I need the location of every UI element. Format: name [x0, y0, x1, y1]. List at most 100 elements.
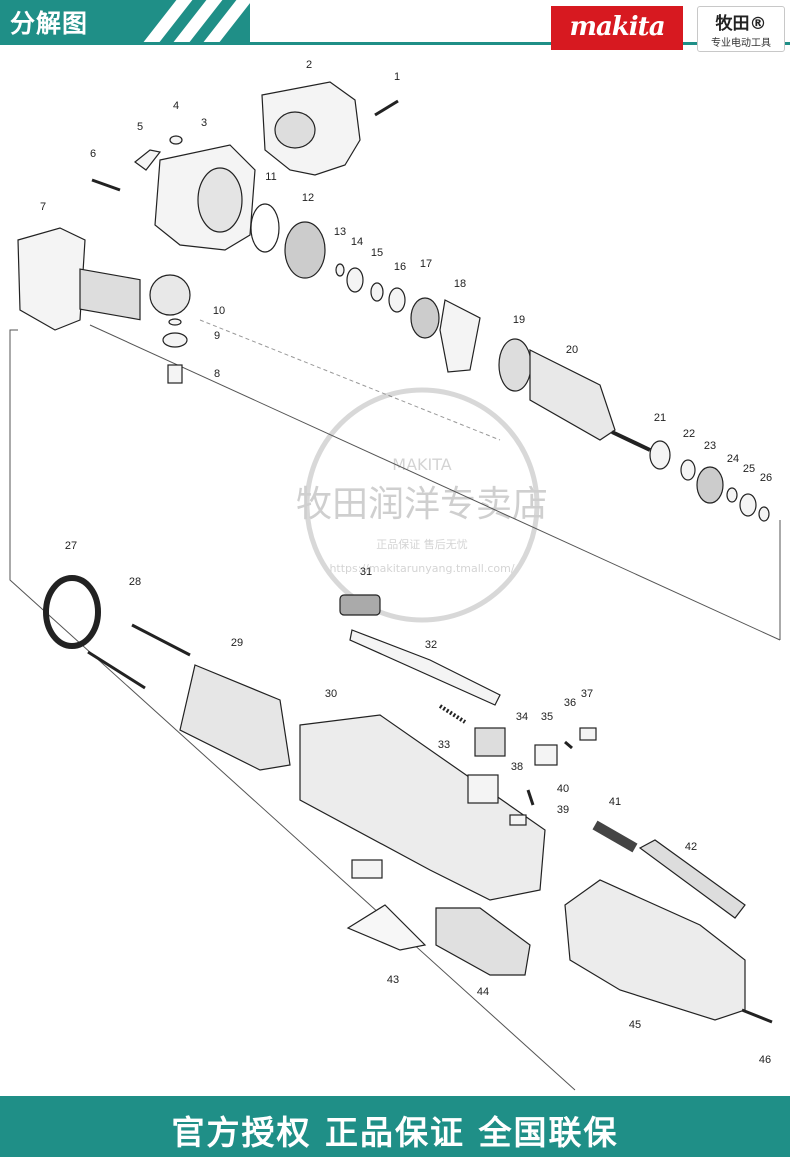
part-housing-bore	[197, 167, 243, 233]
part-number: 2	[306, 59, 312, 71]
part-ring	[758, 506, 770, 522]
part-lock	[351, 859, 383, 879]
part-small-ring	[168, 318, 182, 326]
part-ball-bearing	[696, 466, 724, 504]
part-number: 14	[351, 236, 363, 248]
part-terminal	[534, 744, 558, 766]
part-cord-guard	[638, 839, 746, 919]
part-number: 35	[541, 711, 553, 723]
part-number: 22	[683, 428, 695, 440]
part-number: 38	[511, 761, 523, 773]
part-number: 31	[360, 566, 372, 578]
part-spring	[438, 704, 467, 724]
part-switch-rod	[349, 629, 501, 706]
part-bearing-cup	[284, 221, 326, 279]
part-number: 1	[394, 71, 400, 83]
part-number: 40	[557, 783, 569, 795]
part-shaft	[611, 430, 651, 452]
part-o-ring	[250, 203, 280, 253]
part-switch	[474, 727, 506, 757]
part-number: 20	[566, 344, 578, 356]
parts-drawing	[17, 81, 773, 1024]
part-housing-sleeve	[179, 664, 291, 771]
part-switch-lever	[339, 594, 381, 616]
part-number: 23	[704, 440, 716, 452]
reference-line	[89, 324, 781, 641]
part-number: 18	[454, 278, 466, 290]
part-number: 6	[90, 148, 96, 160]
part-controller	[435, 907, 531, 976]
part-number: 34	[516, 711, 528, 723]
part-blade-guard	[17, 227, 86, 331]
part-number: 4	[173, 100, 179, 112]
part-number: 46	[759, 1054, 771, 1066]
part-main-housing	[299, 714, 546, 901]
brand-badge: 牧田® 专业电动工具	[697, 6, 785, 52]
part-number: 25	[743, 463, 755, 475]
logo-text: makita	[569, 12, 665, 42]
watermark-ring	[304, 387, 540, 623]
part-number: 29	[231, 637, 243, 649]
makita-logo: makita	[551, 6, 683, 50]
part-number: 43	[387, 974, 399, 986]
part-number: 39	[557, 804, 569, 816]
part-number: 37	[581, 688, 593, 700]
part-number: 24	[727, 453, 739, 465]
part-number: 16	[394, 261, 406, 273]
header: 分解图 makita 牧田® 专业电动工具	[0, 0, 790, 52]
part-washer	[680, 459, 696, 481]
part-screw-head	[167, 364, 183, 384]
part-cord	[592, 820, 638, 853]
part-long-screw	[131, 623, 191, 657]
part-screw	[741, 1008, 773, 1024]
part-number: 26	[760, 472, 772, 484]
part-number: 5	[137, 121, 143, 133]
part-number: 33	[438, 739, 450, 751]
part-sleeve	[346, 267, 364, 293]
axis-line	[199, 319, 501, 441]
watermark-main: 牧田润洋专卖店	[296, 484, 548, 525]
header-title: 分解图	[10, 9, 89, 38]
brand-name: 牧田®	[715, 14, 767, 34]
brand-subtitle: 专业电动工具	[711, 38, 771, 49]
part-blade-disc	[149, 274, 191, 316]
part-clip	[134, 149, 162, 171]
part-clamp	[509, 814, 527, 826]
part-number: 28	[129, 576, 141, 588]
part-long-screw	[87, 650, 146, 690]
watermark: MAKITA 牧田润洋专卖店 正品保证 售后无忧 https://makitar…	[296, 387, 548, 623]
part-washer	[162, 332, 188, 348]
part-number: 8	[214, 368, 220, 380]
part-number: 44	[477, 986, 489, 998]
part-label	[346, 904, 427, 951]
part-number: 12	[302, 192, 314, 204]
part-number: 3	[201, 117, 207, 129]
part-number: 21	[654, 412, 666, 424]
part-number: 15	[371, 247, 383, 259]
footer-text: 官方授权 正品保证 全国联保	[171, 1113, 619, 1152]
part-ring	[388, 287, 406, 313]
part-number: 36	[564, 697, 576, 709]
part-screw	[564, 740, 573, 750]
part-number: 42	[685, 841, 697, 853]
part-number: 27	[65, 540, 77, 552]
part-number: 41	[609, 796, 621, 808]
part-retaining-ring	[335, 263, 345, 277]
watermark-sub: 正品保证 售后无忧	[376, 537, 468, 551]
part-screw	[526, 789, 535, 806]
part-housing-opening	[274, 111, 316, 149]
part-bolt	[91, 178, 121, 192]
part-terminal-block	[467, 774, 499, 804]
part-ball-bearing	[410, 297, 440, 339]
reference-line	[9, 329, 576, 1091]
part-baffle-plate	[439, 299, 481, 373]
part-ring	[169, 135, 183, 145]
part-labels: 1 2 3 4 5 6 7 8 9 10 11 12 13 14 15 16 1…	[40, 59, 772, 1066]
footer-banner: 官方授权 正品保证 全国联保	[0, 1096, 790, 1157]
part-number: 17	[420, 258, 432, 270]
part-number: 9	[214, 330, 220, 342]
part-number: 10	[213, 305, 225, 317]
part-armature	[529, 349, 616, 441]
part-number: 19	[513, 314, 525, 326]
part-baffle-ring	[43, 575, 101, 649]
